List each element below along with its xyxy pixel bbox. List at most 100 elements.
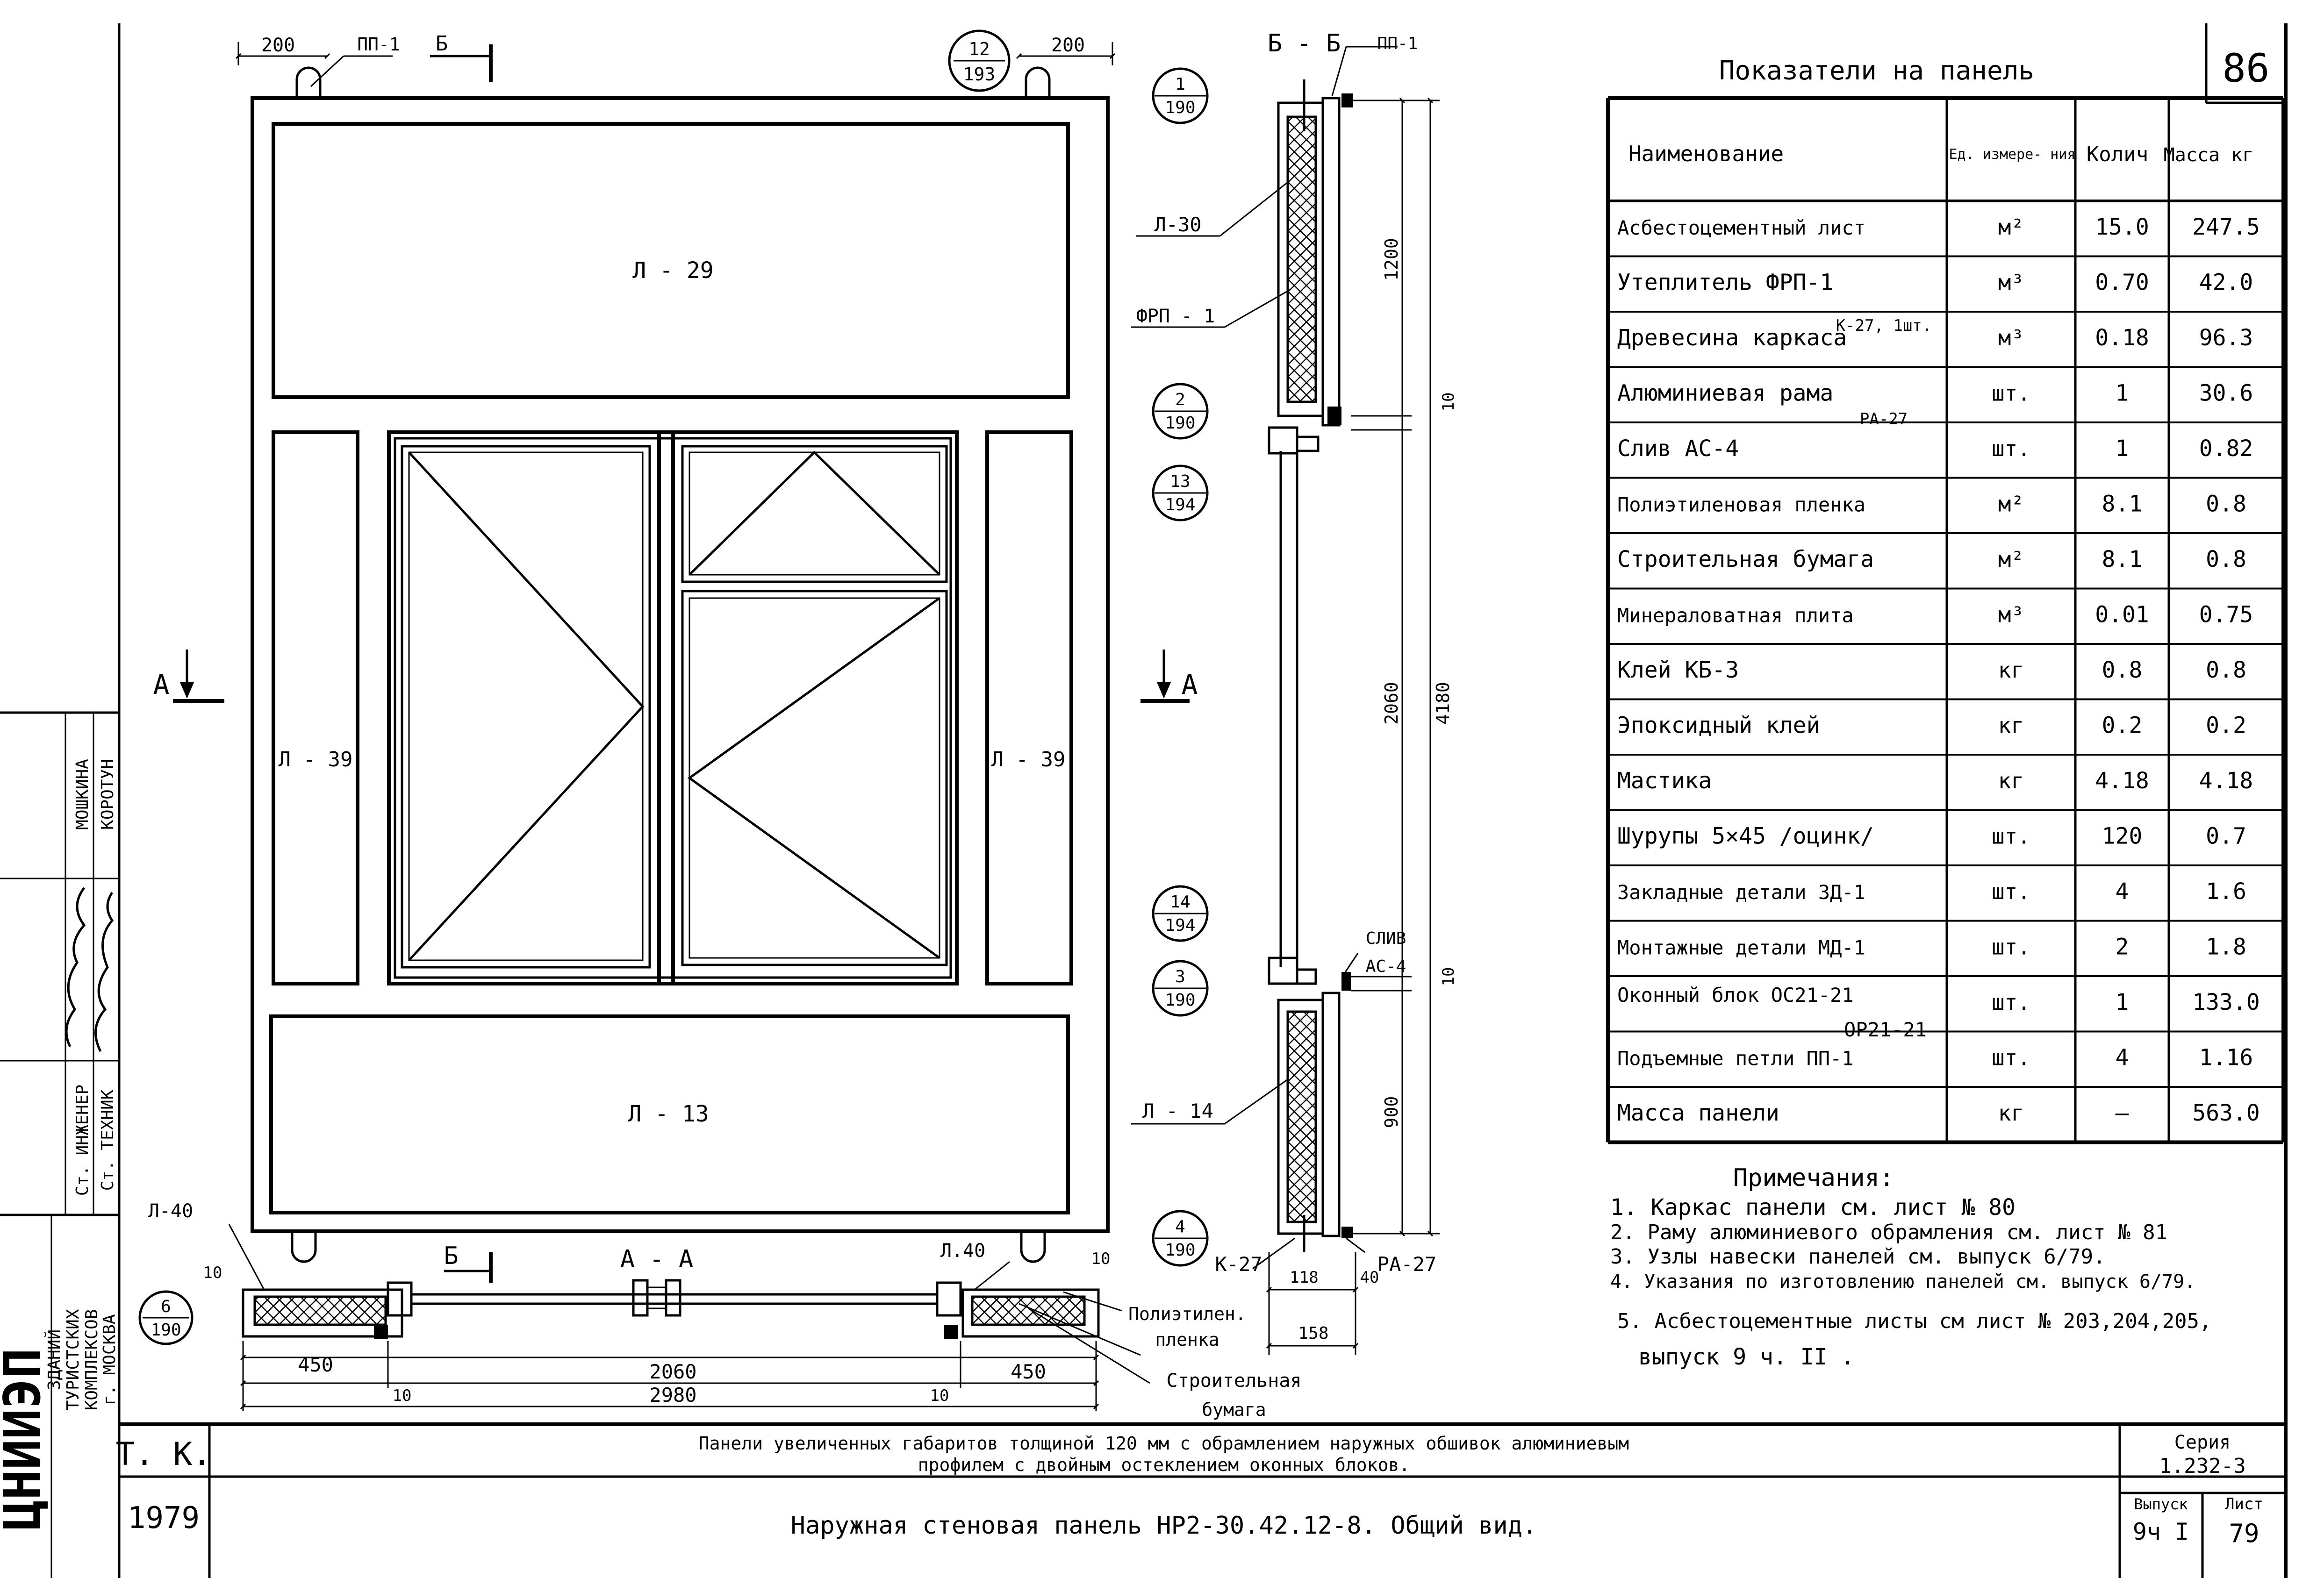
cell-unit: кг: [1998, 713, 2024, 738]
cell-unit: шт.: [1992, 990, 2030, 1015]
series-label: Серия: [2174, 1432, 2231, 1453]
stamp-name: МОШКИНА: [73, 759, 92, 830]
cell-mass: 1.6: [2206, 878, 2246, 905]
stamp-code: ЦНИИЭП: [0, 1348, 52, 1530]
cell-name: Древесина каркаса: [1617, 325, 1847, 351]
stamp-org-line: ЗДАНИЙ: [44, 1329, 64, 1390]
label-sliv: СЛИВ: [1366, 929, 1406, 948]
cell-name: Масса панели: [1617, 1100, 1779, 1126]
dim-200-right: 200: [1051, 35, 1085, 56]
label-l40-left: Л-40: [148, 1200, 193, 1222]
panel-label-right: Л - 39: [991, 748, 1066, 771]
title-line-1: Панели увеличенных габаритов толщиной 12…: [699, 1433, 1629, 1454]
cell-unit: кг: [1998, 657, 2024, 683]
label-l14: Л - 14: [1142, 1100, 1213, 1122]
cell-qty: 1: [2116, 380, 2129, 407]
panel-label-left: Л - 39: [279, 748, 353, 771]
section-bb: [1131, 46, 1440, 1355]
section-a-mark-right: А: [1182, 669, 1198, 700]
cell-mass: 42.0: [2199, 270, 2253, 296]
circle-ref: 190: [1165, 991, 1195, 1010]
label-l30: Л-30: [1154, 213, 1201, 236]
cell-name: Подъемные петли ПП-1: [1617, 1047, 1854, 1070]
cell-unit: шт.: [1992, 1045, 2030, 1071]
cell-name: Мастика: [1617, 768, 1712, 794]
cell-qty: 1: [2116, 436, 2129, 462]
cell-mass: 0.8: [2206, 491, 2246, 517]
dim-900: 900: [1381, 1096, 1402, 1128]
cell-mass: 0.8: [2206, 657, 2246, 683]
dim-2060: 2060: [1381, 682, 1402, 725]
series-value: 1.232-3: [2159, 1454, 2245, 1478]
circle-ref: 194: [1165, 495, 1195, 514]
note-item: 3. Узлы навески панелей см. выпуск 6/79.: [1610, 1245, 2106, 1269]
stamp-strip: [0, 711, 119, 1578]
cell-mass: 0.82: [2199, 436, 2253, 462]
cell-mass: 30.6: [2199, 380, 2253, 407]
col-header-unit: Ед. измере- ния: [1949, 146, 2076, 163]
circle-ref: 6: [161, 1297, 171, 1316]
issue-value: 9ч I: [2133, 1518, 2189, 1545]
cell-mass: 96.3: [2199, 325, 2253, 351]
circle-ref: 1: [1175, 75, 1185, 94]
dim-158: 158: [1298, 1324, 1328, 1343]
cell-qty: 4: [2116, 1045, 2129, 1071]
col-header-mass: Масса кг: [2164, 144, 2254, 166]
table-row: Древесина каркаса м³ 0.18 96.3: [1617, 325, 2253, 351]
circle-ref: 193: [963, 64, 996, 85]
row-annotation: ОР21-21: [1844, 1018, 1927, 1041]
label-paper: бумага: [1202, 1399, 1266, 1420]
cell-mass: 133.0: [2192, 989, 2260, 1015]
cell-mass: 0.75: [2199, 602, 2253, 628]
stamp-org-line: г. МОСКВА: [100, 1314, 119, 1405]
note-item: 5. Асбестоцементные листы см лист № 203,…: [1617, 1309, 2212, 1333]
dim-10: 10: [1439, 393, 1458, 412]
dim-10: 10: [393, 1386, 412, 1405]
dim-10: 10: [1439, 967, 1458, 986]
cell-mass: 247.5: [2192, 214, 2260, 240]
cell-name: Утеплитель ФРП-1: [1617, 270, 1833, 296]
note-item: выпуск 9 ч. II .: [1638, 1344, 1854, 1370]
cell-name: Асбестоцементный лист: [1617, 216, 1865, 239]
stamp-org-line: ТУРИСТСКИХ: [64, 1309, 83, 1410]
cell-qty: 2: [2116, 934, 2129, 960]
cell-unit: шт.: [1992, 935, 2030, 960]
panel-label-bottom: Л - 13: [628, 1101, 709, 1127]
title-line-2: профилем с двойным остеклением оконных б…: [918, 1455, 1410, 1475]
row-annotation: К-27, 1шт.: [1836, 316, 1932, 335]
cell-name: Строительная бумага: [1617, 546, 1874, 572]
note-item: 2. Раму алюминиевого обрамления см. лист…: [1610, 1221, 2167, 1244]
stamp-org: ЗДАНИЙ ТУРИСТСКИХ КОМПЛЕКСОВ г. МОСКВА: [44, 1309, 119, 1410]
col-header-name: Наименование: [1628, 141, 1784, 166]
cell-mass: 0.2: [2206, 713, 2246, 739]
cell-unit: м³: [1998, 602, 2024, 628]
label-k27: К-27: [1215, 1253, 1262, 1276]
col-header-qty: Колич: [2087, 143, 2148, 166]
circle-ref: 13: [1170, 472, 1190, 491]
dim-10: 10: [203, 1264, 222, 1282]
indicators-table: [1606, 96, 2285, 1144]
cell-mass: 4.18: [2199, 768, 2253, 794]
stamp-role: Ст. ТЕХНИК: [98, 1089, 117, 1191]
circle-ref: 190: [1165, 414, 1195, 433]
stamp-org-line: КОМПЛЕКСОВ: [82, 1309, 101, 1411]
plan-section-b: Б: [444, 1242, 458, 1270]
cell-qty: 8.1: [2102, 491, 2143, 517]
cell-qty: 0.18: [2095, 325, 2149, 351]
cell-qty: 0.8: [2102, 657, 2143, 683]
circle-ref: 190: [151, 1321, 181, 1340]
cell-unit: м³: [1998, 325, 2024, 350]
label-ra27: РА-27: [1377, 1253, 1436, 1276]
issue-label: Выпуск: [2134, 1495, 2188, 1513]
